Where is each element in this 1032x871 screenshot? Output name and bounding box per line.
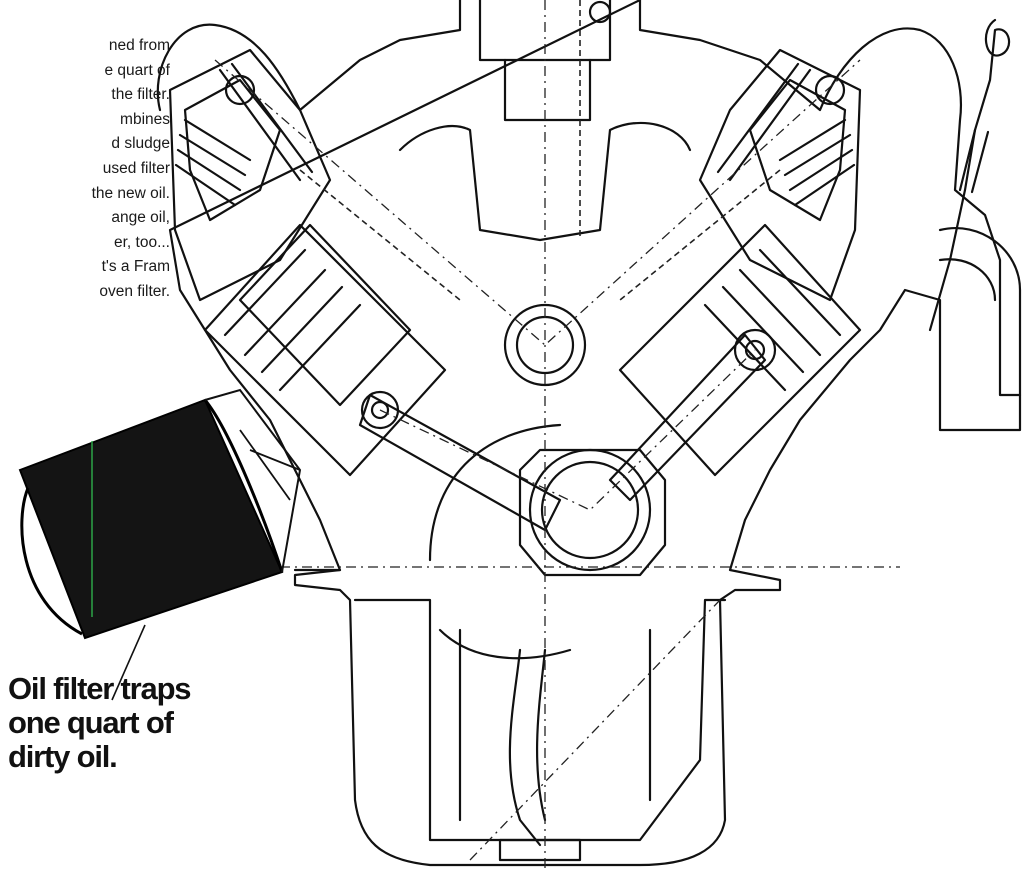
caption-leader-line [111,624,146,701]
caption-line: Oil filter traps [8,671,192,706]
body-copy-line: er, too... [113,233,170,251]
crank-journal [528,448,652,572]
body-copy-line: oven filter. [99,282,170,300]
oil-filter-body [18,398,284,640]
body-copy-line: e quart of [104,61,171,79]
exhaust-elbow [938,227,1022,397]
right-cylinder-bore [618,223,862,477]
oil-filter-icon [18,388,302,640]
body-copy-line: d sludge [111,135,170,153]
body-copy-line: ange oil, [111,209,170,227]
left-cylinder-bore [203,223,447,477]
body-copy-line: the filter. [111,86,170,104]
body-copy: ned from e quart of the filter. mbines d… [0,34,170,305]
body-copy-line: mbines [120,110,170,128]
body-copy-line: the new oil. [91,184,170,202]
caption-line: one quart of [8,705,174,740]
right-cylinder-head [698,48,862,302]
caption-line: dirty oil. [8,739,118,774]
filter-caption: Oil filter traps one quart of dirty oil. [8,671,192,774]
left-cylinder-head [168,48,332,302]
engine-block-outline [156,0,1022,867]
body-copy-line: t's a Fram [101,258,170,276]
left-piston [238,223,412,407]
oil-pan [353,598,727,842]
body-copy-line: used filter [102,159,170,177]
right-connecting-rod [608,333,767,502]
body-copy-line: ned from [108,37,170,54]
dipstick [928,18,1011,332]
camshaft [503,303,587,387]
